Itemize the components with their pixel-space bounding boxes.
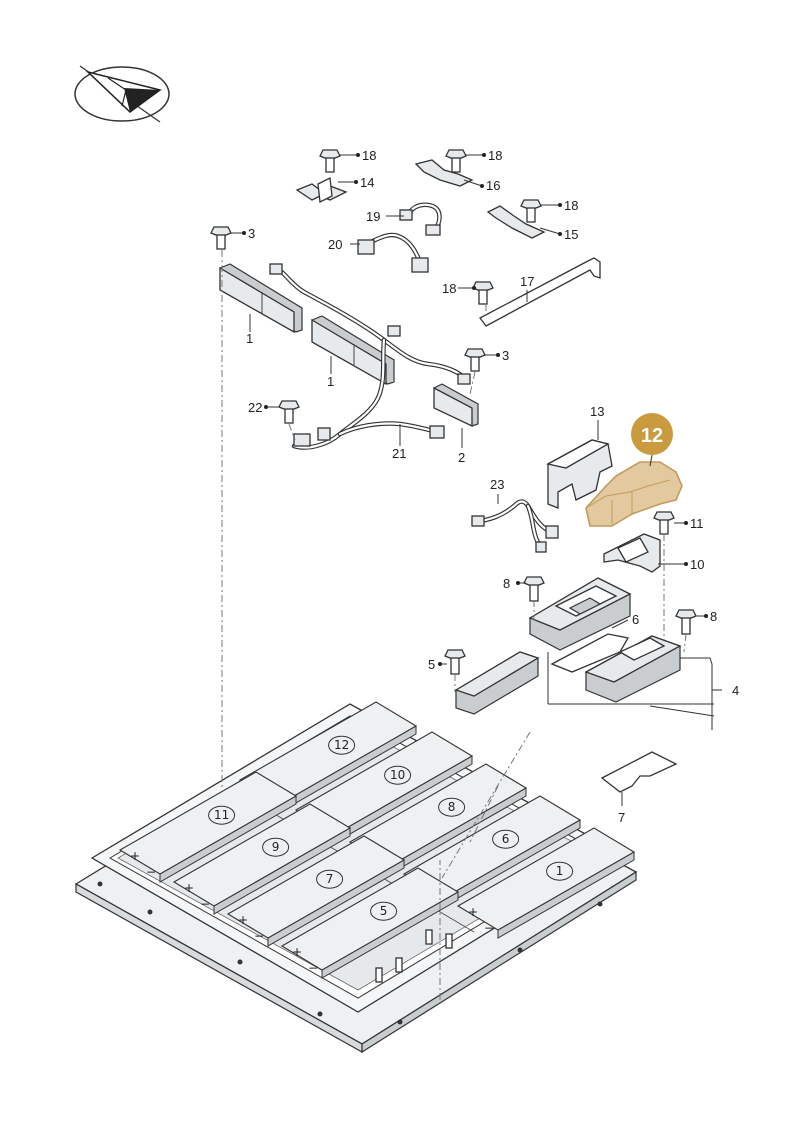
label-18c: 18 [564, 198, 578, 213]
plate-7 [600, 751, 678, 793]
label-21: 21 [392, 446, 406, 461]
minus-terminal-label: − [200, 897, 210, 911]
plus-terminal-label: + [238, 913, 248, 927]
bolt-18b-icon [445, 149, 467, 173]
label-18b: 18 [488, 148, 502, 163]
label-19: 19 [366, 209, 380, 224]
control-module-1b [311, 315, 395, 386]
bolt-3b-icon [464, 348, 486, 372]
plus-terminal-label: + [468, 905, 478, 919]
bolt-5-icon [444, 649, 466, 675]
label-18d: 18 [442, 281, 456, 296]
gasket-6 [550, 633, 630, 673]
cell-number: 12 [334, 738, 349, 752]
cable-20 [357, 232, 429, 273]
cell-number: 5 [380, 904, 388, 918]
wiring-harness-23 [471, 499, 559, 553]
label-17: 17 [520, 274, 534, 289]
bolt-18d-icon [472, 281, 494, 305]
label-3a: 3 [248, 226, 255, 241]
label-5: 5 [428, 657, 435, 672]
bolt-22-icon [278, 400, 300, 424]
plus-terminal-label: + [292, 945, 302, 959]
bolt-8b-icon [675, 609, 697, 635]
plus-terminal-label: + [130, 849, 140, 863]
cell-number: 11 [214, 808, 229, 822]
cell-number-circle [384, 765, 412, 785]
bolt-3a-icon [210, 226, 232, 250]
label-7: 7 [618, 810, 625, 825]
bracket-10 [603, 533, 661, 573]
label-4: 4 [732, 683, 739, 698]
bolt-11-icon [653, 511, 675, 535]
bolt-18c-icon [520, 199, 542, 223]
label-3b: 3 [502, 348, 509, 363]
label-14: 14 [360, 175, 374, 190]
plus-terminal-label: + [184, 881, 194, 895]
assembly-lines [221, 250, 687, 1000]
cell-number: 1 [556, 864, 564, 878]
cell-number: 8 [448, 800, 456, 814]
cover-13 [546, 439, 613, 509]
cell-number: 7 [326, 872, 334, 886]
battery-cells: 12+−10+−8+−6+−1+−11+−9+−7+−5+− [118, 701, 636, 979]
battery-cell: 5 +− [280, 867, 460, 979]
label-1a: 1 [246, 331, 253, 346]
module-5 [454, 651, 540, 715]
bracket-14 [295, 177, 348, 203]
minus-terminal-label: − [484, 921, 494, 935]
cell-number: 9 [272, 840, 280, 854]
label-23: 23 [490, 477, 504, 492]
minus-terminal-label: − [146, 865, 156, 879]
bracket-16 [414, 159, 474, 187]
battery-cell: 9 +− [172, 803, 352, 915]
bolt-18a-icon [319, 149, 341, 173]
cell-number-circle [316, 869, 344, 889]
cell-number-circle [546, 861, 574, 881]
leader-dots [242, 153, 708, 666]
label-1b: 1 [327, 374, 334, 389]
cell-number-circle [328, 735, 356, 755]
label-8b: 8 [710, 609, 717, 624]
bus-bar-17 [479, 257, 601, 327]
cell-number: 6 [502, 832, 510, 846]
cable-19 [399, 202, 442, 236]
cell-number-circle [370, 901, 398, 921]
label-8a: 8 [503, 576, 510, 591]
label-20: 20 [328, 237, 342, 252]
cell-number-circle [492, 829, 520, 849]
relay-box [528, 577, 632, 651]
label-18a: 18 [362, 148, 376, 163]
label-6: 6 [632, 612, 639, 627]
bolt-8a-icon [523, 576, 545, 602]
label-15: 15 [564, 227, 578, 242]
label-16: 16 [486, 178, 500, 193]
label-22: 22 [248, 400, 262, 415]
bracket-15 [486, 205, 546, 239]
label-10: 10 [690, 557, 704, 572]
highlighted-part-12 [585, 461, 683, 527]
cell-number-circle [438, 797, 466, 817]
cell-number-circle [208, 805, 236, 825]
part-12-badge[interactable]: 12 [631, 413, 673, 455]
part-12-label: 12 [641, 425, 663, 447]
label-11: 11 [690, 516, 704, 531]
contactor-box [584, 635, 682, 703]
label-2: 2 [458, 450, 465, 465]
control-module-1a [219, 263, 303, 334]
control-module-2 [433, 383, 479, 428]
battery-cell: 7 +− [226, 835, 406, 947]
cell-number-circle [262, 837, 290, 857]
minus-terminal-label: − [308, 961, 318, 975]
battery-cell: 1 +− [456, 827, 636, 939]
part-labels: 18 18 18 18 14 16 15 19 20 17 3 3 1 1 2 … [246, 148, 739, 825]
minus-terminal-label: − [254, 929, 264, 943]
battery-cell: 11 +− [118, 771, 298, 883]
paper-plane-icon [74, 65, 170, 123]
cell-number: 10 [390, 768, 405, 782]
label-13: 13 [590, 404, 604, 419]
